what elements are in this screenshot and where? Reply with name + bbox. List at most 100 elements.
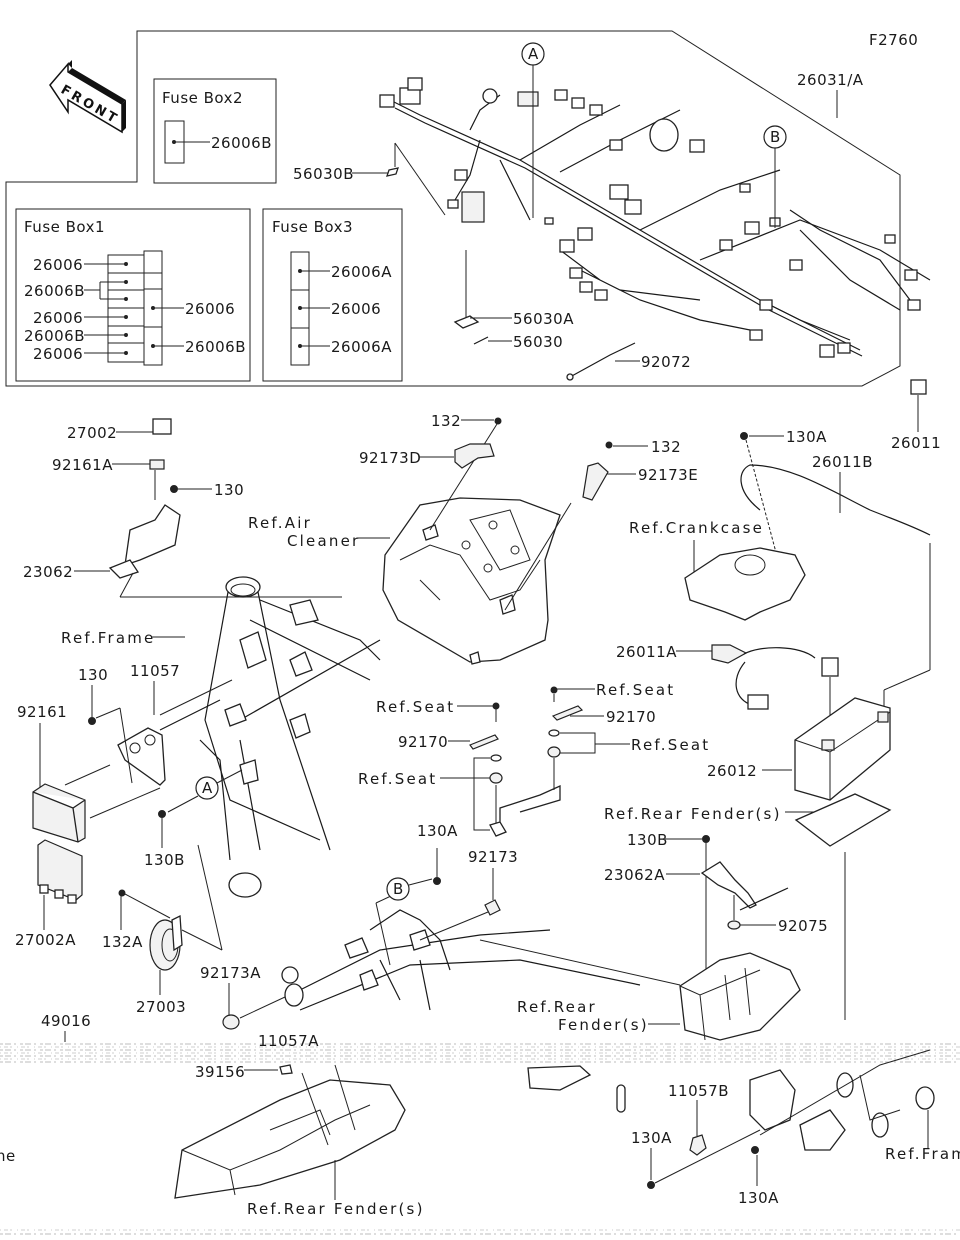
ecu-bracket-label: 11057 [130, 662, 180, 680]
seat-ref-1: Ref.Seat [376, 698, 455, 716]
fuse-box2-title: Fuse Box2 [162, 89, 243, 107]
relay-connector-label: 26011 [891, 434, 941, 452]
air-cleaner-drawing [382, 497, 561, 665]
air-cleaner-ref-2: Cleaner [287, 532, 360, 550]
bottom-rear-fender-ref: Ref.Rear Fender(s) [247, 1200, 425, 1218]
fuse-box1: Fuse Box1 26006 26006B 26006 26006B 2600… [15, 208, 251, 382]
scan-noise-band [0, 1043, 960, 1235]
screw-2 [605, 441, 613, 449]
nut-label: 130 [214, 481, 244, 499]
callout-a-label: A [528, 45, 539, 63]
fuse-box3-title: Fuse Box3 [272, 218, 353, 236]
front-arrow-icon: FRONT [49, 60, 126, 134]
rear-frame-ref: Ref.Fram [885, 1145, 960, 1163]
callout-a-frame [195, 776, 219, 800]
bracket-a-label: 23062A [604, 866, 665, 884]
battery-bolt-label: 130A [786, 428, 827, 446]
bracket-b-label: 11057B [668, 1082, 729, 1100]
rear-bolt-2-label: 130A [738, 1189, 779, 1207]
fuse-box1-title: Fuse Box1 [24, 218, 105, 236]
horn-label: 27003 [136, 998, 186, 1016]
clamp-d-part [454, 443, 495, 469]
relay-label: 27002 [67, 424, 117, 442]
seat-bracket [489, 784, 561, 837]
edge-text: ne [0, 1147, 16, 1165]
rubber-label: 92161A [52, 456, 113, 474]
clamp-a-part [222, 1014, 240, 1030]
bracket-a-frame-label: 11057A [258, 1032, 319, 1050]
battery-label: 26012 [707, 762, 757, 780]
ecu-bolt-label: 130B [144, 851, 185, 869]
band-label: 56030 [513, 333, 563, 351]
bottom-plate [527, 1065, 592, 1091]
clamp-e-part [582, 462, 609, 501]
rear-bolt-1-label: 130A [631, 1129, 672, 1147]
clamp-d-label: 92173D [359, 449, 421, 467]
diagram-code: F2760 [869, 31, 918, 49]
clamp-part [484, 899, 501, 916]
part-label: 26006B [211, 134, 272, 152]
rear-bolt-2 [751, 1146, 759, 1154]
seat-ref-3: Ref.Seat [596, 681, 675, 699]
cable-b-label: 26011B [812, 453, 873, 471]
frame-ref: Ref.Frame [61, 629, 155, 647]
rear-fender-drawing [174, 1064, 406, 1200]
rear-frame-bracket-drawing [749, 1049, 935, 1151]
sensor-part [279, 1064, 293, 1075]
battery-drawing [794, 697, 891, 801]
wiring-harness [379, 77, 931, 358]
seat-strap-1-label: 92170 [398, 733, 448, 751]
rear-fender-ref-1: Ref.Rear [517, 998, 597, 1016]
bracket-label: 23062 [23, 563, 73, 581]
part-label: 26006 [185, 300, 235, 318]
bottom-left-label: 49016 [41, 1012, 91, 1030]
bracket-bolt-label: 130B [627, 831, 668, 849]
bracket-a-part [700, 861, 757, 909]
battery-pad [794, 793, 892, 847]
horn-bolt-label: 132A [102, 933, 143, 951]
seat-nut-label: 130A [417, 822, 458, 840]
crankcase-ref: Ref.Crankcase [629, 519, 764, 537]
rear-fender-ref-2: Fender(s) [558, 1016, 649, 1034]
ecu-nut-label: 130 [78, 666, 108, 684]
bracket-bolt [702, 835, 710, 843]
battery-case-drawing [679, 952, 801, 1041]
bracket-b-part [689, 1134, 707, 1156]
tie-label: 92072 [641, 353, 691, 371]
fuse-box3: Fuse Box3 26006A 26006 26006A [262, 208, 403, 382]
rear-fender-ref: Ref.Rear Fender(s) [604, 805, 782, 823]
battery-bolt [740, 432, 748, 440]
grommet-label: 92075 [778, 917, 828, 935]
clamp-a-label: 92173A [200, 964, 261, 982]
part-label: 26006A [331, 338, 392, 356]
part-label: 26006 [33, 345, 83, 363]
ecu-rubber-label: 92161 [17, 703, 67, 721]
screw-label: 132 [431, 412, 461, 430]
relay-group: 27002 92161A 130 23062 [23, 418, 342, 598]
seat-strap-2-label: 92170 [606, 708, 656, 726]
callout-a-frame-label: A [202, 779, 213, 797]
fuse-box2: Fuse Box2 26006B [153, 78, 277, 184]
part-label: 26006B [24, 327, 85, 345]
ecu-label: 27002A [15, 931, 76, 949]
clamp-label: 92173 [468, 848, 518, 866]
air-cleaner-ref-1: Ref.Air [248, 514, 312, 532]
harness-main-label: 26031/A [797, 71, 864, 89]
callout-b-label: B [770, 128, 781, 146]
seat-strap-1 [469, 734, 499, 750]
part-label: 26006A [331, 263, 392, 281]
horn-group: 132A 27003 [102, 844, 223, 1016]
cable-a-label: 26011A [616, 643, 677, 661]
seat-ref-4: Ref.Seat [631, 736, 710, 754]
callout-b-rear [386, 877, 410, 901]
harness-group-outline [5, 30, 901, 387]
clamp-e-label: 92173E [638, 466, 698, 484]
part-label: 26006B [185, 338, 246, 356]
sheet-label: 56030A [513, 310, 574, 328]
part-label: 26006 [33, 256, 83, 274]
harness-clip-label: 56030B [293, 165, 354, 183]
seat-ref-2: Ref.Seat [358, 770, 437, 788]
crankcase-drawing [684, 547, 806, 621]
sensor-label: 39156 [195, 1063, 245, 1081]
